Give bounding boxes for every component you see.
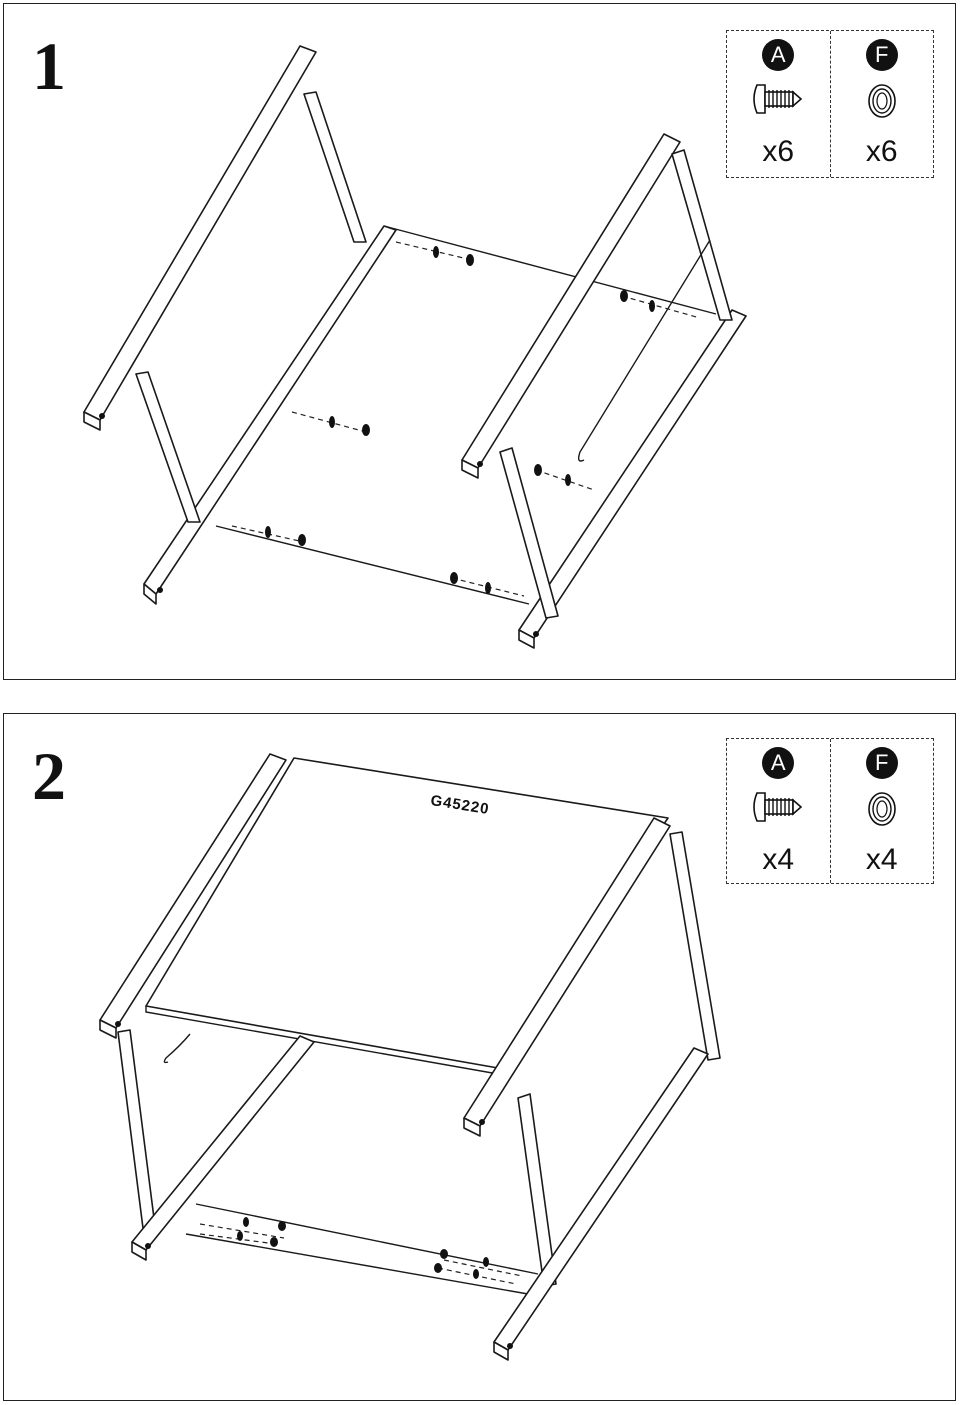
washer-icon	[867, 84, 896, 118]
right-bottom-rail	[518, 309, 747, 639]
hardware-item-a: A x4	[727, 739, 830, 883]
step-2-panel: 2 A x4 F x4	[3, 713, 956, 1401]
left-back-leg	[303, 91, 367, 243]
left-front-leg	[117, 1029, 157, 1237]
right-top-rail	[461, 133, 681, 469]
assembly-illustration-step-2	[99, 753, 721, 1361]
part-letter: A	[762, 747, 795, 779]
board-front-edge	[215, 525, 530, 605]
right-back-leg	[669, 831, 721, 1061]
right-front-leg	[517, 1093, 557, 1287]
cable	[163, 1033, 191, 1064]
quantity: x6	[865, 135, 898, 168]
quantity: x4	[762, 843, 795, 876]
left-front-leg	[135, 371, 201, 523]
right-bottom-rail	[493, 1047, 709, 1351]
lower-board	[185, 1203, 539, 1295]
cable	[577, 239, 711, 462]
step-1-panel: 1 A x6 F x6	[3, 3, 956, 680]
hardware-item-a: A x6	[727, 31, 830, 177]
right-front-leg	[499, 447, 559, 619]
part-letter: A	[762, 39, 795, 71]
washer-icon	[867, 792, 896, 826]
step-number: 2	[32, 738, 66, 814]
left-top-rail	[83, 45, 317, 421]
quantity: x6	[762, 135, 795, 168]
left-bottom-rail	[131, 1035, 315, 1251]
hardware-box: A x4 F x4	[726, 738, 934, 884]
hardware-item-f: F x4	[829, 739, 934, 883]
hardware-item-f: F x6	[829, 31, 934, 177]
hardware-box: A x6 F x6	[726, 30, 934, 178]
assembly-illustration-step-1	[83, 45, 747, 649]
part-letter: F	[865, 747, 898, 779]
part-letter: F	[865, 39, 898, 71]
step-number: 1	[32, 28, 66, 104]
right-back-leg	[671, 149, 733, 321]
screw-icon	[753, 84, 803, 114]
tabletop	[145, 757, 669, 1069]
board-back-edge	[383, 225, 717, 315]
quantity: x4	[865, 843, 898, 876]
screw-icon	[753, 792, 803, 822]
